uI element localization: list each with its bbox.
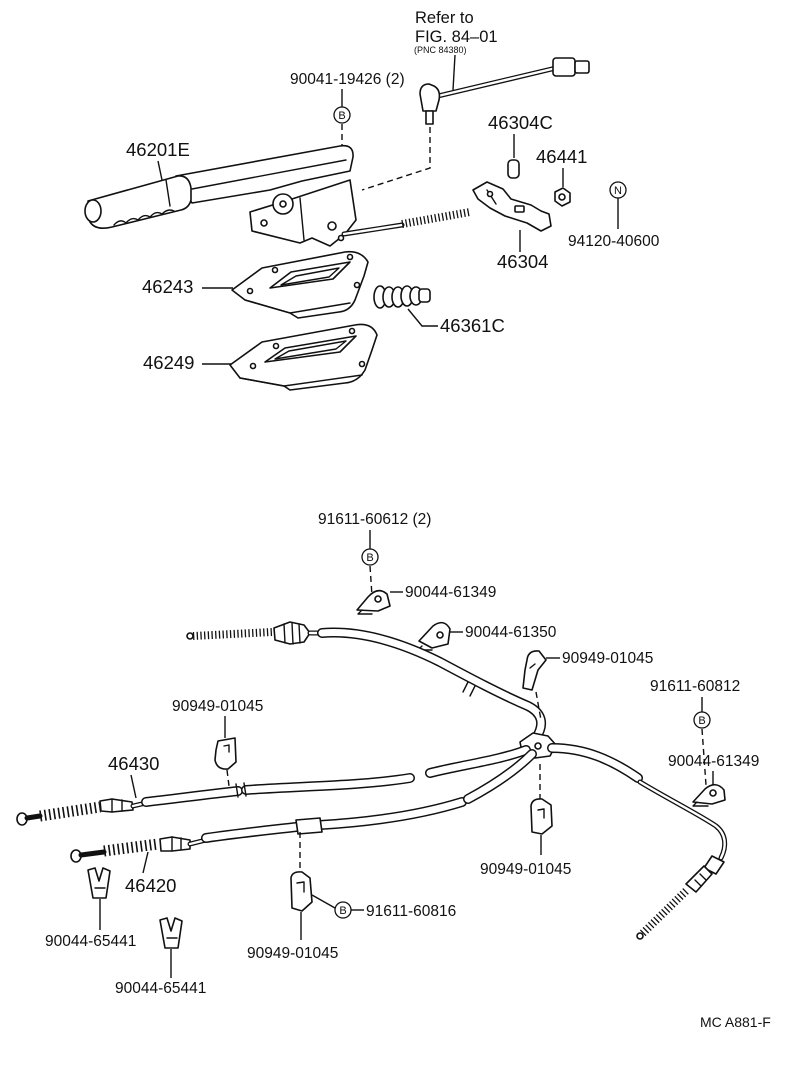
u-clip-90044-65441-first (87, 867, 111, 899)
front-cable (186, 621, 547, 743)
u-clip-2-label: 90044-65441 (115, 980, 206, 997)
clamp-90044-61350-label: 90044-61350 (465, 624, 557, 641)
clip-90949-01045-center (530, 798, 553, 835)
clip-90949-upper-right-label: 90949-01045 (562, 650, 653, 667)
clamp-90044-61349-top-label: 90044-61349 (405, 584, 496, 601)
clip-90949-01045-left (214, 737, 237, 770)
nut-marker-n-text: N (614, 185, 622, 197)
clip-left-dashline (226, 769, 230, 787)
lever-rod (341, 208, 471, 237)
boot-46243 (231, 250, 369, 319)
parking-brake-switch (419, 57, 590, 125)
clip-90949-01045-upper-right (522, 650, 547, 691)
clip-90949-bottom-label: 90949-01045 (247, 945, 338, 962)
clamp-90044-61349-top (356, 589, 391, 615)
clamp-90044-61350 (417, 621, 451, 651)
bolt-marker-b-lower-top-text: B (366, 552, 373, 564)
grommet-46361c-leader (407, 308, 438, 327)
bolt-marker-b-lower-right: B (693, 711, 711, 729)
nut-46304c (507, 159, 520, 179)
cable-46430-leader (130, 774, 137, 799)
bolt-90041-label: 90041-19426 (2) (290, 71, 405, 88)
equalizer-46304 (472, 181, 552, 232)
cable-46420-leader (142, 851, 149, 874)
clip-90949-left-label: 90949-01045 (172, 698, 263, 715)
grommet-46361c (373, 285, 431, 309)
nut-marker-n: N (609, 181, 627, 199)
cable-46420-label: 46420 (125, 875, 176, 896)
u-clip-1-label: 90044-65441 (45, 933, 136, 950)
bolt-91611-60816-label: 91611-60816 (366, 903, 456, 920)
nut-46304c-label: 46304C (488, 112, 553, 133)
cable-46430-label: 46430 (108, 753, 159, 774)
equalizer-46304-label: 46304 (497, 251, 548, 272)
cable-46420 (70, 749, 537, 863)
clamp-90044-61349-right (692, 783, 726, 807)
bolt-91611-60816-leader-line (311, 894, 336, 909)
nut-94120-label: 94120-40600 (568, 233, 660, 250)
parking-brake-lever (84, 144, 357, 247)
plate-46249 (229, 323, 378, 391)
plate-46249-label: 46249 (143, 352, 194, 373)
fig-reference-leader (452, 54, 456, 91)
nut-46441 (554, 187, 571, 207)
u-clip-90044-65441-second (159, 917, 183, 949)
bolt-marker-b-lower-bottom: B (334, 901, 352, 919)
clamp-90044-61349-right-label: 90044-61349 (668, 753, 759, 770)
bolt-91611-60812-label: 91611-60812 (650, 678, 740, 695)
bolt-marker-b-upper-text: B (338, 110, 345, 122)
cable-46430 (16, 745, 531, 826)
pnc-reference-text: (PNC 84380) (414, 45, 467, 55)
switch-mount-dashline (361, 127, 431, 191)
bolt-91611-60612-label: 91611-60612 (2) (318, 511, 431, 528)
lever-46201e-leader (157, 160, 163, 181)
figure-code: MC A881-F (700, 1014, 771, 1030)
clip-90949-01045-bottom (290, 871, 313, 912)
nut-46441-label: 46441 (536, 146, 587, 167)
bolt-marker-b-lower-right-text: B (698, 715, 705, 727)
bolt-marker-b-lower-top: B (361, 548, 379, 566)
bolt-marker-b-upper: B (333, 106, 351, 124)
lever-46201e-label: 46201E (126, 139, 190, 160)
clip-90949-center-label: 90949-01045 (480, 861, 571, 878)
bolt-marker-b-lower-bottom-text: B (339, 905, 346, 917)
right-cable (547, 743, 728, 940)
clip-upper-right-dashline (535, 691, 542, 721)
grommet-46361c-label: 46361C (440, 315, 505, 336)
bolt-top-dashline (369, 565, 373, 597)
refer-to-text: Refer to (415, 9, 474, 27)
boot-46243-label: 46243 (142, 276, 193, 297)
fig-reference-text: FIG. 84–01 (415, 28, 498, 46)
